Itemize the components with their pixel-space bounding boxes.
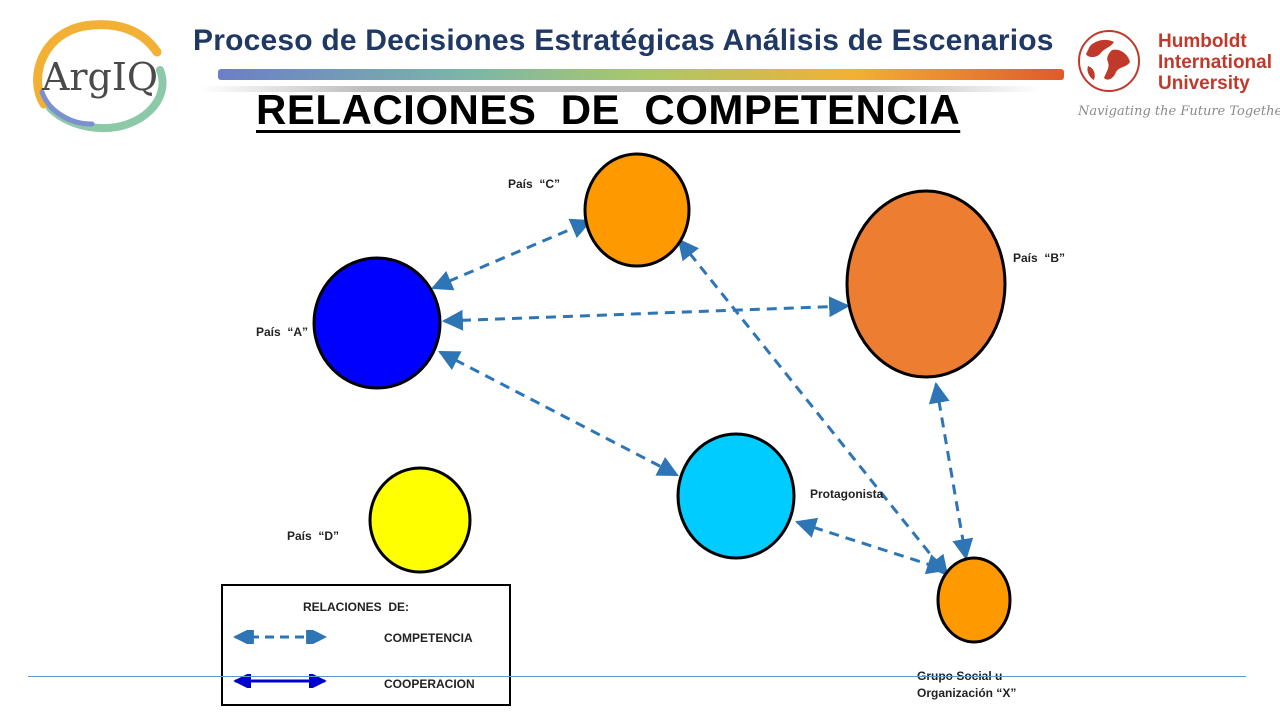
edge-pais-a-pais-c — [431, 218, 592, 291]
edge-protagonista-grupo-x — [795, 517, 948, 575]
node-grupo-x — [936, 556, 1012, 644]
edge-pais-a-pais-b — [441, 296, 851, 331]
university-name-line-1: Humboldt — [1158, 31, 1247, 52]
edge-pais-a-protagonista — [438, 350, 679, 477]
university-name-line-3: University — [1158, 73, 1250, 94]
label-pais-b: País “B” — [1013, 251, 1066, 265]
node-pais-b — [845, 189, 1007, 379]
label-protagonista: Protagonista — [810, 487, 884, 501]
node-pais-d — [368, 466, 472, 574]
page-subtitle: RELACIONES DE COMPETENCIA — [256, 86, 961, 133]
university-tagline: Navigating the Future Together — [1078, 104, 1280, 119]
university-name-line-2: International — [1158, 52, 1273, 73]
label-pais-a: País “A” — [256, 325, 309, 339]
node-protagonista — [676, 432, 796, 560]
relation-edges — [431, 218, 974, 577]
label-pais-d: País “D” — [287, 529, 340, 543]
legend-competencia-line — [232, 630, 328, 644]
globe-icon — [1078, 30, 1140, 92]
label-grupo-x-line-2: Organización “X” — [917, 686, 1017, 700]
header-shadow — [200, 86, 1040, 92]
argiq-logo-text: ArgIQ — [41, 55, 158, 99]
legend-box: RELACIONES DE: COMPETENCIA COOPERACION — [221, 584, 511, 706]
legend-competencia-label: COMPETENCIA — [384, 631, 473, 645]
argiq-logo: ArgIQ — [33, 20, 167, 133]
country-nodes — [312, 152, 1012, 644]
node-pais-a — [312, 256, 442, 390]
node-pais-c — [583, 152, 691, 268]
legend-title: RELACIONES DE: — [303, 600, 410, 614]
legend-cooperacion-label: COOPERACION — [384, 677, 475, 691]
edge-pais-b-grupo-x — [928, 381, 974, 561]
legend-cooperacion-line — [233, 674, 327, 688]
header-title: Proceso de Decisiones Estratégicas Análi… — [193, 24, 1054, 57]
footer-rule — [28, 676, 1246, 677]
header-gradient-rule — [218, 69, 1064, 80]
label-pais-c: País “C” — [508, 177, 561, 191]
